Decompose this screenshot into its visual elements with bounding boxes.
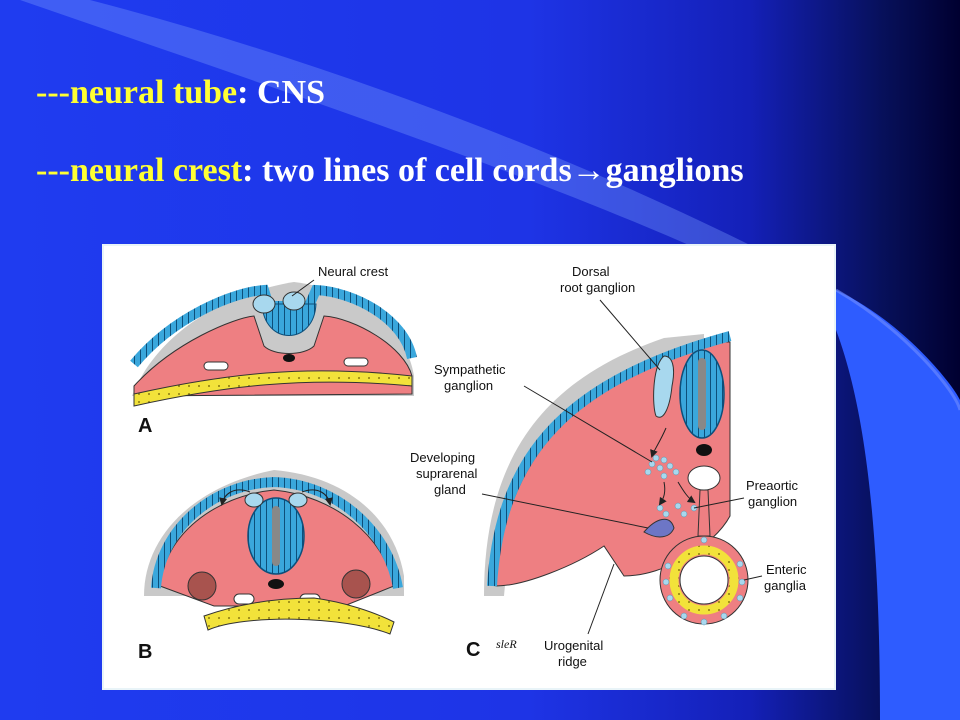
panel-b-notochord	[268, 579, 284, 589]
panel-b-neural-canal	[272, 506, 280, 566]
panel-label-a: A	[138, 415, 152, 437]
panel-c-dorsal-aorta	[687, 465, 721, 491]
panel-c-neural-canal	[698, 358, 706, 430]
embryo-diagram: Neural crest A B	[130, 264, 807, 669]
panel-a-leader	[291, 279, 315, 297]
panel-c-migration-arrow-3	[677, 481, 696, 504]
panel-b-endoderm	[203, 597, 395, 635]
label-enteric-line2: ganglia	[764, 578, 807, 593]
label-urogenital-line1: Urogenital	[544, 638, 603, 653]
panel-b-ectoderm	[151, 476, 403, 589]
panel-b-somite-left	[187, 571, 217, 601]
panel-c-gut-endoderm	[669, 545, 739, 615]
panel-c-suprarenal-gland	[643, 518, 675, 538]
label-neural-crest: Neural crest	[318, 264, 388, 279]
leader-enteric-ganglia	[743, 575, 763, 581]
panel-a-vessel-left	[203, 361, 229, 371]
label-dorsal-line1: Dorsal	[572, 264, 610, 279]
label-developing-line2: suprarenal	[416, 466, 478, 481]
leader-dorsal-root-ganglion	[599, 299, 661, 371]
panel-b-somite-right	[341, 569, 371, 599]
panel-b-migration-arrow-left	[219, 489, 251, 506]
term-neural-crest: neural crest	[69, 152, 243, 189]
label-preaortic-line2: ganglion	[748, 494, 797, 509]
label-sympathetic-line2: ganglion	[444, 378, 493, 393]
panel-a-vessel-right	[343, 357, 369, 367]
panel-a-crest-left	[252, 294, 276, 314]
panel-b-crest-left	[244, 492, 264, 508]
panel-label-c: C	[466, 639, 480, 661]
label-enteric-line1: Enteric	[766, 562, 807, 577]
panel-b-migration-arrow-right	[301, 489, 333, 506]
panel-a-endoderm	[133, 370, 413, 407]
definition-neural-crest: : two lines of cell cords→ganglions	[242, 152, 744, 189]
panel-a-crest-right	[282, 291, 306, 311]
leader-suprarenal-gland	[481, 493, 649, 529]
panel-b-crest-right	[288, 492, 308, 508]
panel-c-enteric-cells	[662, 536, 746, 626]
label-urogenital-line2: ridge	[558, 654, 587, 669]
corner-accent-edge	[835, 288, 960, 411]
leader-preaortic-ganglion	[693, 497, 745, 509]
panel-label-b: B	[138, 641, 152, 663]
label-preaortic-line1: Preaortic	[746, 478, 799, 493]
panel-c-ectoderm	[487, 331, 732, 587]
illustrator-signature: sleR	[496, 637, 517, 651]
label-dorsal-line2: root ganglion	[560, 280, 635, 295]
bullet-dash: ---	[36, 74, 70, 111]
panel-c-migration-arrow-2	[658, 481, 667, 506]
panel-a-neural-plate	[261, 303, 317, 336]
panel-b-section: B	[138, 470, 404, 663]
panel-c-migration-arrow-1	[650, 427, 667, 458]
corner-accent-shape	[836, 290, 960, 720]
label-developing-line1: Developing	[410, 450, 475, 465]
panel-a-notochord	[283, 354, 295, 362]
label-developing-line3: gland	[434, 482, 466, 497]
leader-urogenital-ridge	[587, 563, 615, 635]
label-sympathetic-line1: Sympathetic	[434, 362, 506, 377]
panel-b-vessel-left	[233, 593, 255, 605]
embryo-figure: Neural crest A B	[102, 244, 836, 690]
definition-neural-tube: : CNS	[237, 74, 325, 111]
panel-c-section: Dorsal root ganglion Sympathetic ganglio…	[410, 264, 807, 669]
panel-a-section: Neural crest A	[130, 264, 417, 437]
bullet-dash: ---	[36, 152, 70, 189]
panel-c-notochord	[696, 444, 712, 456]
bullet-neural-crest: ---neural crest: two lines of cell cords…	[36, 152, 744, 190]
panel-c-preaortic-cells	[656, 502, 698, 518]
term-neural-tube: neural tube	[69, 74, 238, 111]
panel-c-dorsal-root-ganglion	[653, 355, 675, 418]
light-sweep	[20, 0, 760, 250]
leader-sympathetic-ganglion	[523, 385, 653, 463]
bullet-neural-tube: ---neural tube: CNS	[36, 74, 325, 112]
panel-c-mesentery	[697, 489, 711, 537]
panel-c-gut-lumen	[679, 555, 729, 605]
